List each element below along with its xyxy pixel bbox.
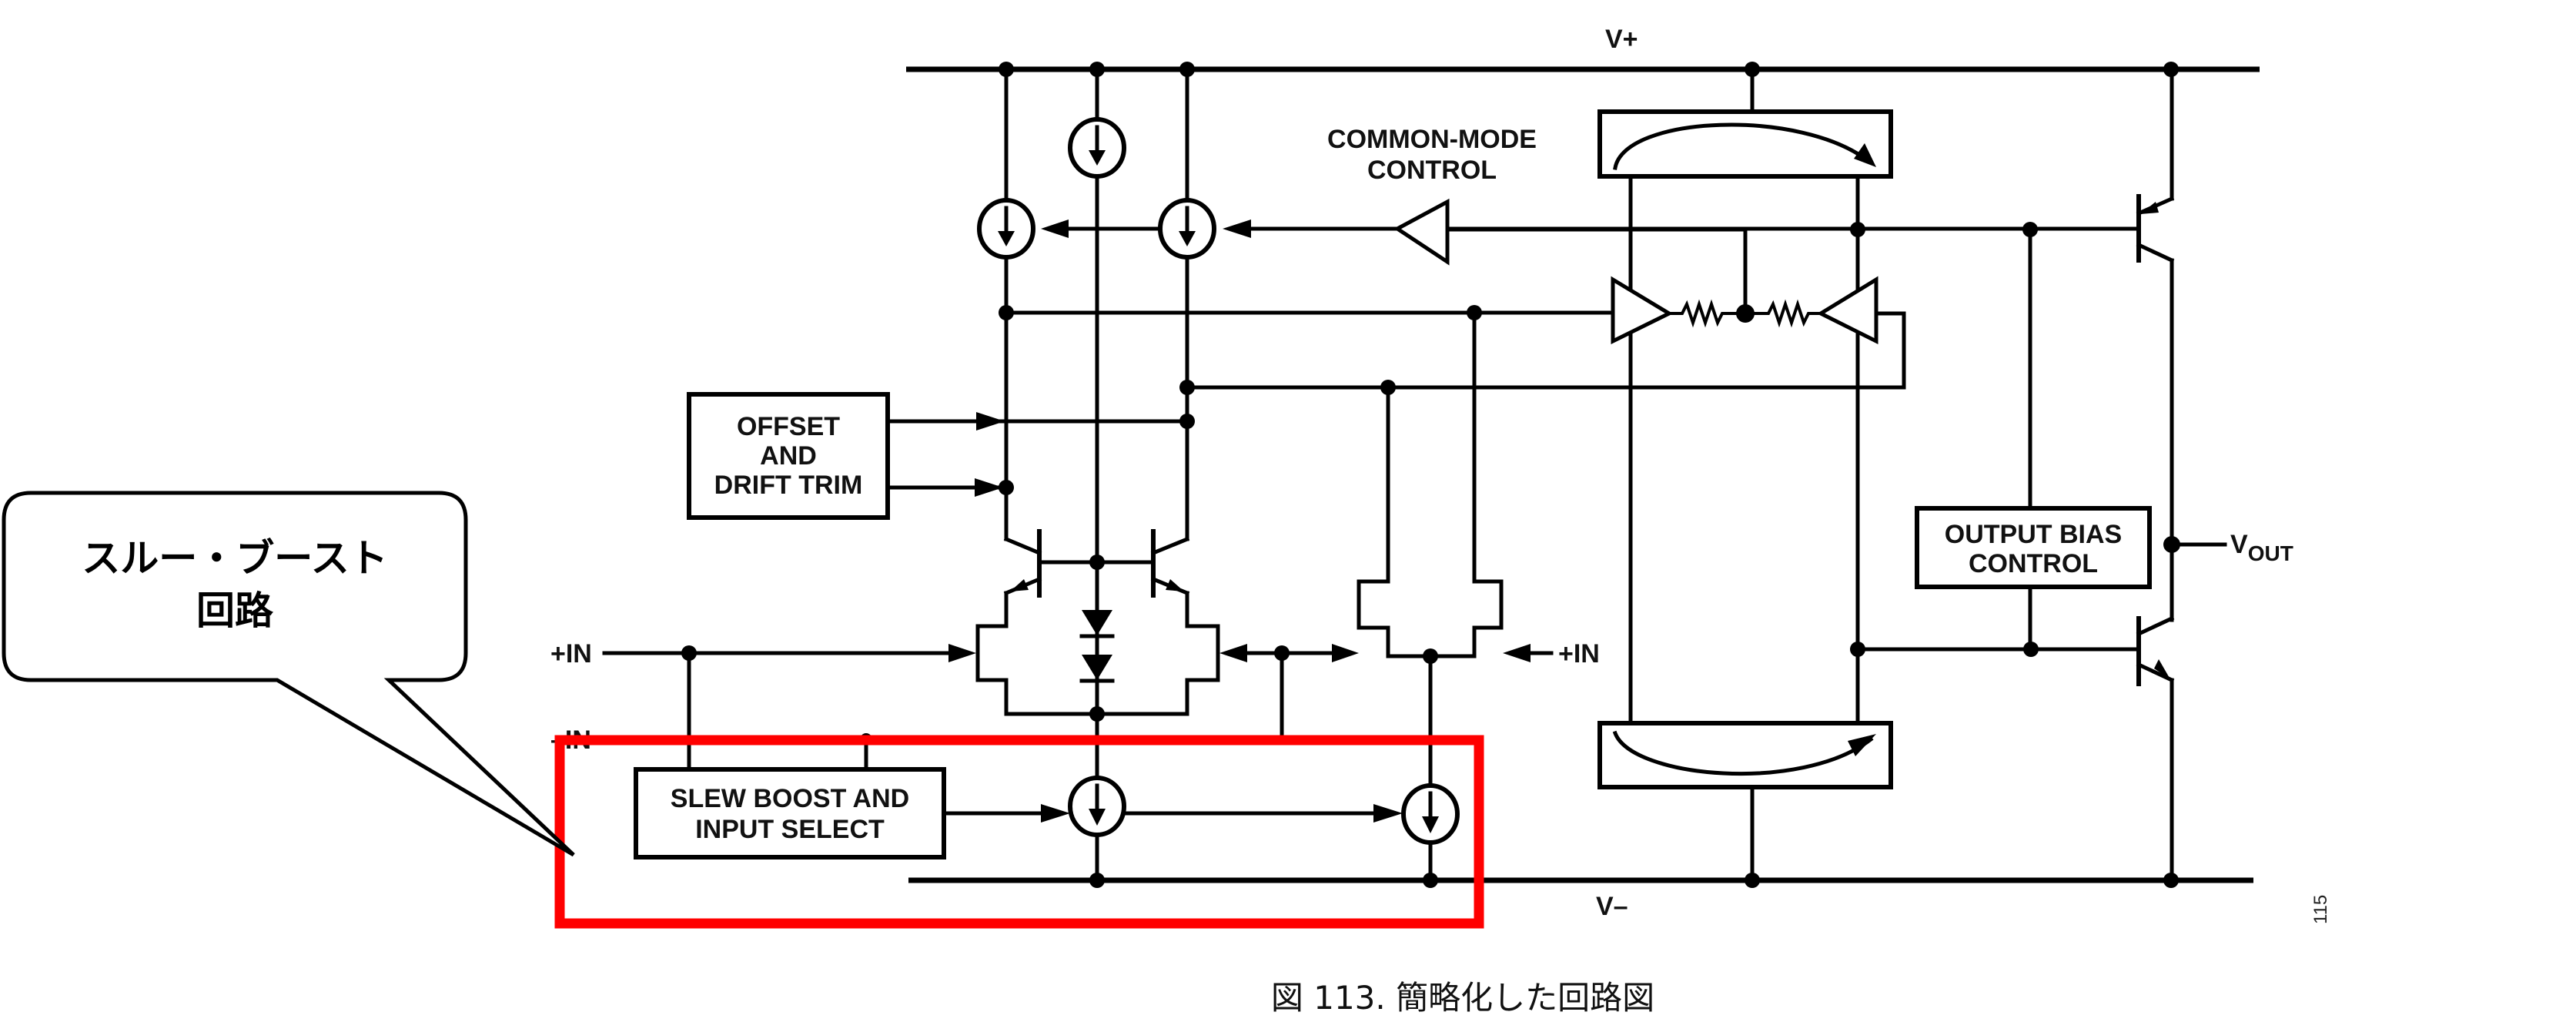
slew-boost-label-line2: INPUT SELECT: [695, 815, 885, 844]
common-mode-amplifier: [1393, 198, 1450, 266]
upper-mirror-block: [1597, 109, 1893, 179]
offset-label-line1: OFFSET: [737, 412, 840, 441]
output-npn-transistor: [2136, 615, 2175, 883]
diode-stack: [1079, 610, 1115, 683]
current-source-top: [1068, 117, 1126, 179]
callout-bubble: [2, 491, 575, 857]
current-source-slew-1: [1068, 776, 1126, 837]
slew-boost-highlight: [554, 735, 1484, 929]
slew-boost-block: [634, 767, 946, 859]
resistor-left: [1668, 299, 1738, 328]
current-source-slew-2: [1401, 783, 1460, 845]
vout-label: VOUT: [2230, 530, 2293, 565]
current-source-left: [977, 198, 1035, 260]
plus-in-left-label: +IN: [550, 639, 592, 668]
output-pnp-transistor: [2136, 67, 2175, 622]
output-bias-block: [1915, 506, 2152, 589]
output-bias-label-line2: CONTROL: [1969, 549, 2098, 578]
rail-nodes: [999, 62, 2179, 888]
arrow-icon: [1223, 219, 1251, 238]
v-plus-label: V+: [1605, 25, 1638, 54]
slew-boost-label-line1: SLEW BOOST AND: [671, 784, 909, 813]
buffer-right: [1816, 276, 1878, 345]
input-transistor-right: [1150, 529, 1190, 628]
figure-id: 115: [2310, 895, 2331, 924]
resistor-right: [1754, 299, 1822, 328]
current-source-right: [1158, 198, 1216, 260]
common-mode-label-line1: COMMON-MODE: [1327, 125, 1537, 154]
offset-label-line3: DRIFT TRIM: [714, 471, 863, 500]
common-mode-label-line2: CONTROL: [1367, 156, 1497, 185]
v-minus-label: V–: [1596, 892, 1628, 921]
plus-in-right-label: +IN: [1558, 639, 1600, 668]
input-stage-right: [1357, 579, 1504, 658]
figure-caption: 図 113. 簡略化した回路図: [1271, 979, 1654, 1017]
arrow-icon: [1041, 219, 1069, 238]
output-bias-label-line1: OUTPUT BIAS: [1945, 520, 2122, 549]
offset-label-line2: AND: [760, 441, 817, 471]
buffer-left: [1611, 276, 1674, 345]
callout-text-line1: スルー・ブースト: [82, 536, 388, 581]
input-transistor-left: [1003, 529, 1042, 628]
offset-drift-trim-block: [687, 392, 890, 520]
callout-text-line2: 回路: [196, 588, 274, 633]
